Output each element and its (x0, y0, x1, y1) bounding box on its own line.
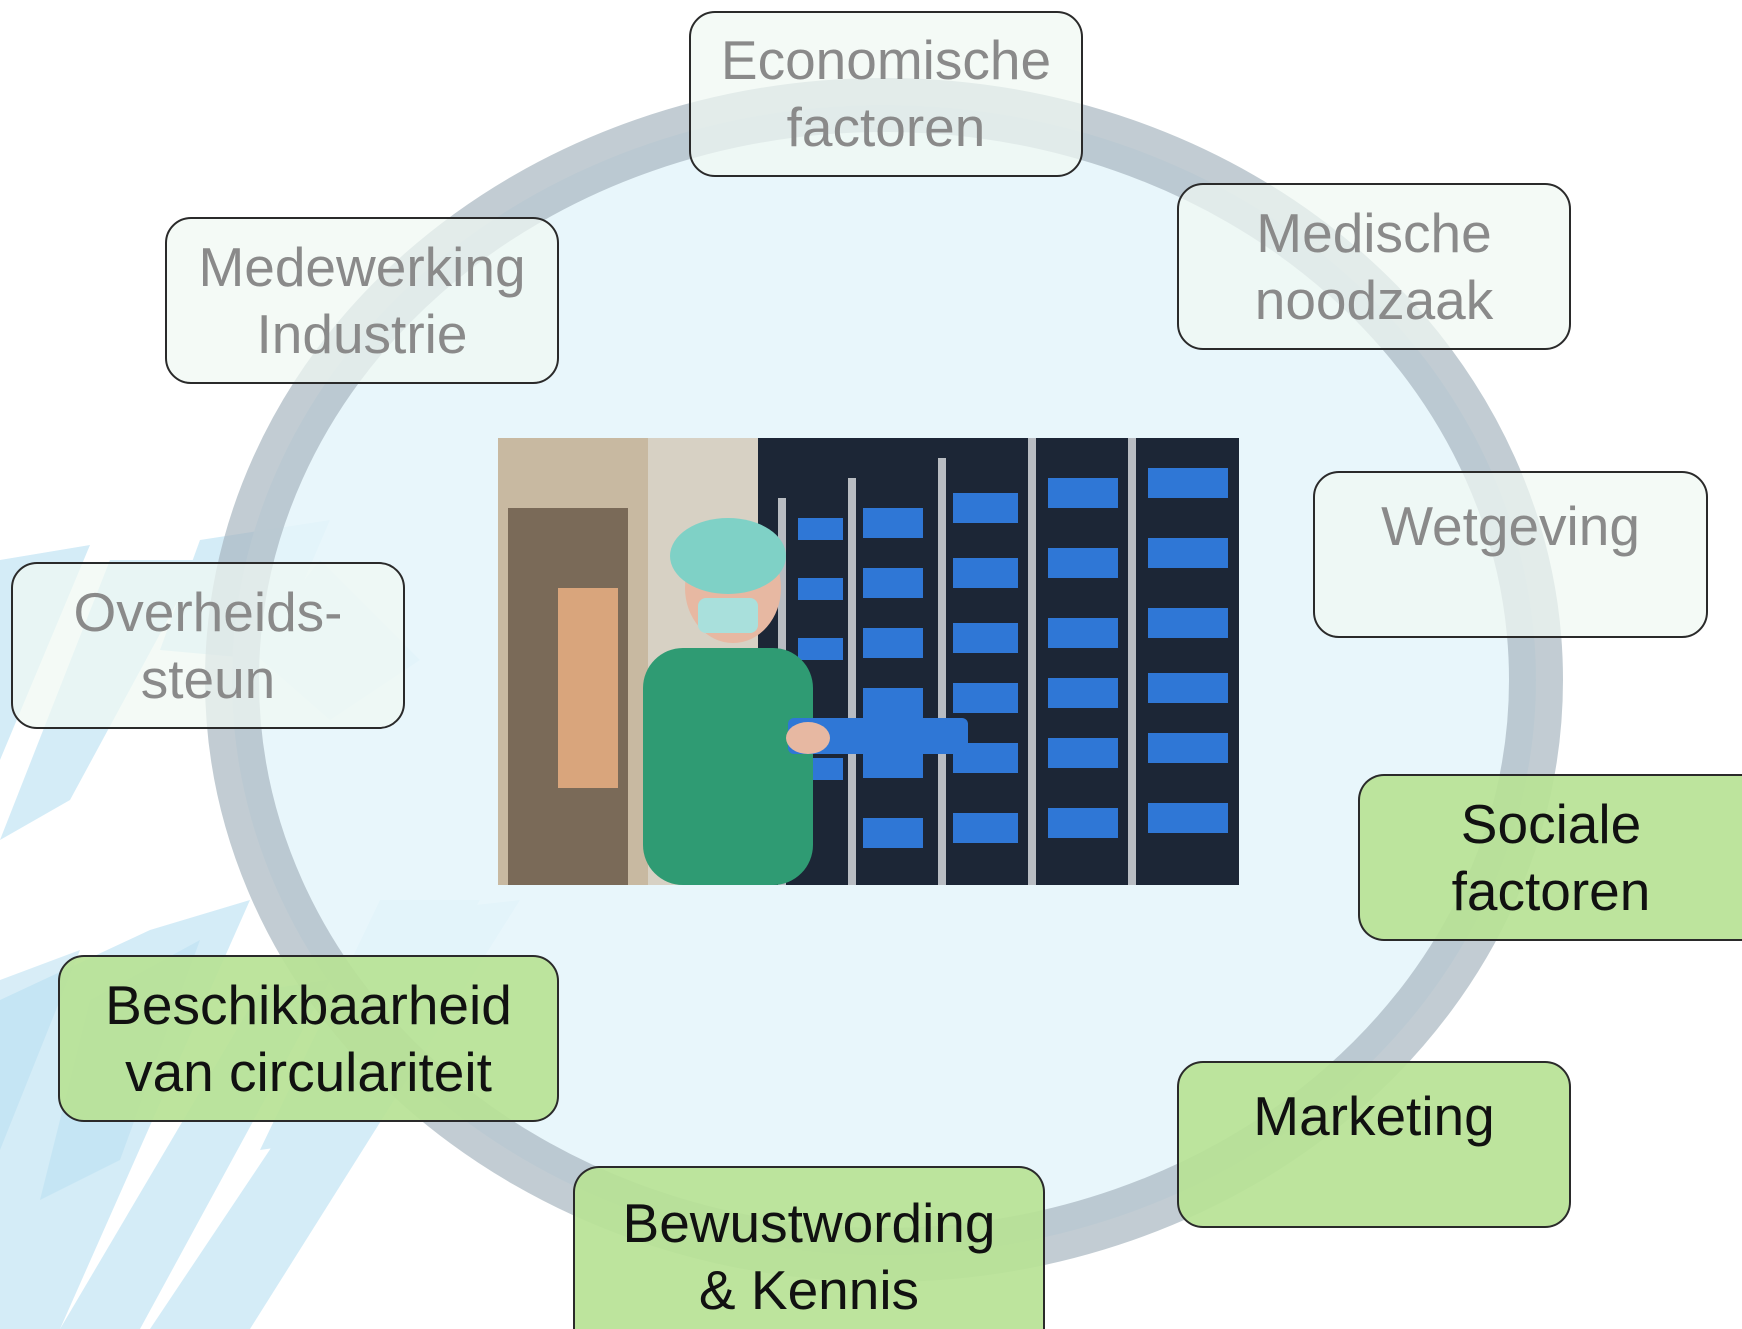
node-overheidssteun: Overheids- steun (11, 562, 405, 729)
node-medische-line2: noodzaak (1254, 268, 1494, 331)
node-sociale-line2: factoren (1451, 859, 1651, 922)
node-economische-line1: Economische (720, 29, 1052, 91)
node-marketing: Marketing (1177, 1061, 1571, 1228)
node-wetgeving: Wetgeving (1313, 471, 1708, 638)
node-sociale-line1: Sociale (1460, 792, 1642, 855)
node-sociale-factoren: Sociale factoren (1358, 774, 1742, 941)
node-economische-factoren: Economische factoren (689, 11, 1083, 177)
node-bewustwording-kennis: Bewustwording & Kennis (573, 1166, 1045, 1329)
node-medische-noodzaak: Medische noodzaak (1177, 183, 1571, 350)
node-medewerking-line2: Industrie (256, 302, 468, 365)
node-medewerking-line1: Medewerking (198, 235, 526, 298)
node-marketing-line1: Marketing (1253, 1085, 1495, 1147)
node-medische-line1: Medische (1256, 201, 1492, 264)
node-wetgeving-line1: Wetgeving (1381, 495, 1640, 557)
node-economische-line2: factoren (786, 96, 986, 158)
node-bewustwording-line2: & Kennis (698, 1259, 920, 1321)
node-beschikbaarheid-line1: Beschikbaarheid (105, 973, 512, 1036)
node-overheidssteun-line1: Overheids- (73, 580, 343, 643)
node-medewerking-industrie: Medewerking Industrie (165, 217, 559, 384)
node-overheidssteun-line2: steun (140, 647, 276, 710)
photo-storage-room-icon (498, 438, 1239, 885)
center-photo (498, 438, 1239, 885)
node-bewustwording-line1: Bewustwording (622, 1192, 996, 1254)
node-beschikbaarheid-circulariteit: Beschikbaarheid van circulariteit (58, 955, 559, 1122)
node-beschikbaarheid-line2: van circulariteit (125, 1040, 492, 1103)
